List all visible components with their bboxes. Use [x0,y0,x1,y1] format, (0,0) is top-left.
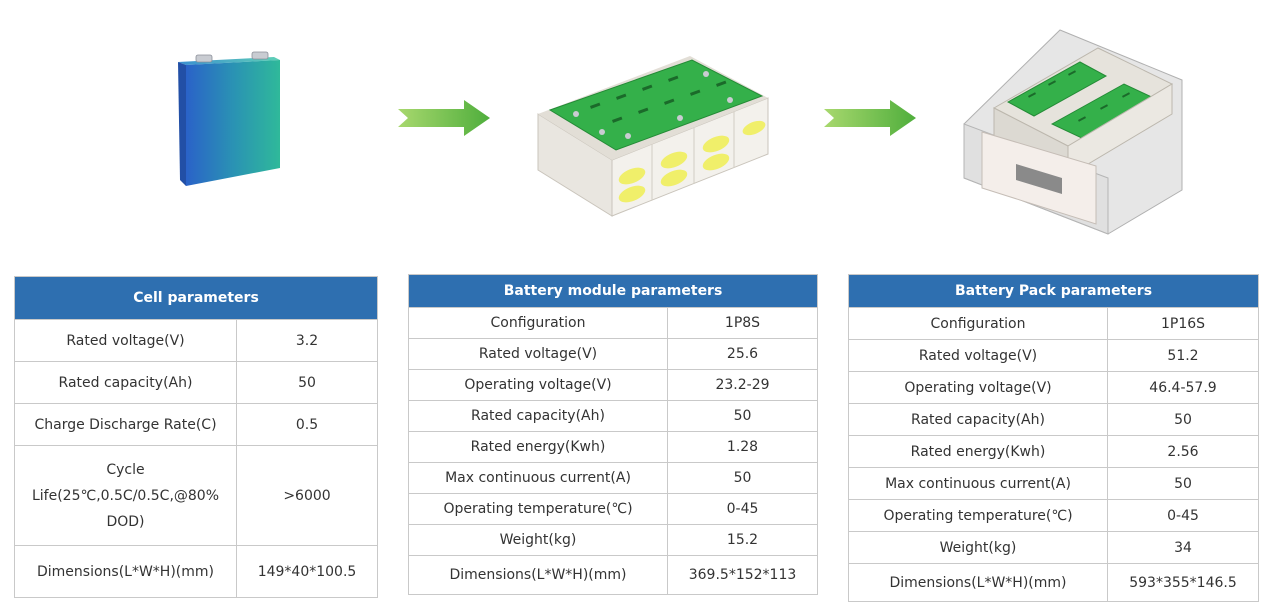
row-label-line: Cycle [106,461,145,478]
table-row: Operating temperature(℃)0-45 [848,499,1260,532]
battery-module-image [537,56,769,217]
table-row: Weight(kg)15.2 [408,524,818,556]
row-value: 2.56 [1106,435,1260,468]
row-label: Cycle Life(25℃,0.5C/0.5C,@80% DOD) [14,445,237,546]
row-label: Rated energy(Kwh) [848,435,1108,468]
row-label: Configuration [408,307,668,339]
row-label: Operating temperature(℃) [848,499,1108,532]
row-value: 3.2 [235,319,379,362]
table-row: Rated capacity(Ah) 50 [14,361,379,404]
row-value: 369.5*152*113 [667,555,818,595]
row-label: Rated voltage(V) [848,339,1108,372]
row-label: Weight(kg) [408,524,668,556]
table-row: Rated voltage(V)51.2 [848,339,1260,372]
table-title: Battery module parameters [408,274,818,308]
table-row: Operating temperature(℃)0-45 [408,493,818,525]
row-value: 0-45 [667,493,818,525]
row-value: 51.2 [1106,339,1260,372]
row-value: 1P16S [1106,307,1260,340]
row-label: Dimensions(L*W*H)(mm) [408,555,668,595]
battery-pack-image [963,29,1183,235]
row-label: Dimensions(L*W*H)(mm) [848,563,1108,602]
table-row: Dimensions(L*W*H)(mm) 149*40*100.5 [14,545,379,598]
row-value: >6000 [235,445,379,546]
row-label: Rated capacity(Ah) [408,400,668,432]
table-title: Battery Pack parameters [847,274,1260,308]
row-value: 0.5 [235,403,379,446]
table-row: Cycle Life(25℃,0.5C/0.5C,@80% DOD) >6000 [14,445,379,546]
row-label: Operating voltage(V) [848,371,1108,404]
table-row: Max continuous current(A)50 [408,462,818,494]
row-label: Rated voltage(V) [14,319,237,362]
table-row: Operating voltage(V)23.2-29 [408,369,818,401]
row-label: Operating voltage(V) [408,369,668,401]
table-row: Rated voltage(V) 3.2 [14,319,379,362]
row-label: Charge Discharge Rate(C) [14,403,237,446]
row-value: 50 [667,462,818,494]
table-row: Rated voltage(V)25.6 [408,338,818,370]
table-row: Weight(kg)34 [848,531,1260,564]
row-label: Rated energy(Kwh) [408,431,668,463]
row-value: 46.4-57.9 [1106,371,1260,404]
table-row: Rated energy(Kwh)1.28 [408,431,818,463]
row-value: 50 [235,361,379,404]
row-label: Weight(kg) [848,531,1108,564]
row-label: Rated voltage(V) [408,338,668,370]
row-value: 1.28 [667,431,818,463]
table-row: Rated capacity(Ah)50 [408,400,818,432]
row-value: 50 [1106,403,1260,436]
row-value: 1P8S [667,307,818,339]
row-label: Rated capacity(Ah) [848,403,1108,436]
right-arrow-icon [824,100,916,136]
table-row: Dimensions(L*W*H)(mm)593*355*146.5 [848,563,1260,602]
table-row: Max continuous current(A)50 [848,467,1260,500]
table-row: Dimensions(L*W*H)(mm)369.5*152*113 [408,555,818,595]
battery-cell-image [178,51,280,186]
table-title: Cell parameters [13,276,379,320]
row-label-line: Life(25℃,0.5C/0.5C,@80% [31,487,220,504]
row-value: 50 [667,400,818,432]
row-value: 25.6 [667,338,818,370]
row-value: 0-45 [1106,499,1260,532]
row-label: Max continuous current(A) [408,462,668,494]
right-arrow-icon [398,100,490,136]
cell-parameters-table: Cell parameters Rated voltage(V) 3.2 Rat… [13,276,379,598]
table-row: Rated energy(Kwh)2.56 [848,435,1260,468]
row-label: Operating temperature(℃) [408,493,668,525]
row-value: 149*40*100.5 [235,545,379,598]
row-label-line: DOD) [106,513,145,530]
table-row: Charge Discharge Rate(C) 0.5 [14,403,379,446]
row-value: 50 [1106,467,1260,500]
row-label: Max continuous current(A) [848,467,1108,500]
table-row: Operating voltage(V)46.4-57.9 [848,371,1260,404]
table-row: Rated capacity(Ah)50 [848,403,1260,436]
row-value: 34 [1106,531,1260,564]
row-value: 593*355*146.5 [1106,563,1260,602]
row-label: Dimensions(L*W*H)(mm) [14,545,237,598]
row-value: 23.2-29 [667,369,818,401]
row-label: Configuration [848,307,1108,340]
row-value: 15.2 [667,524,818,556]
row-label: Rated capacity(Ah) [14,361,237,404]
